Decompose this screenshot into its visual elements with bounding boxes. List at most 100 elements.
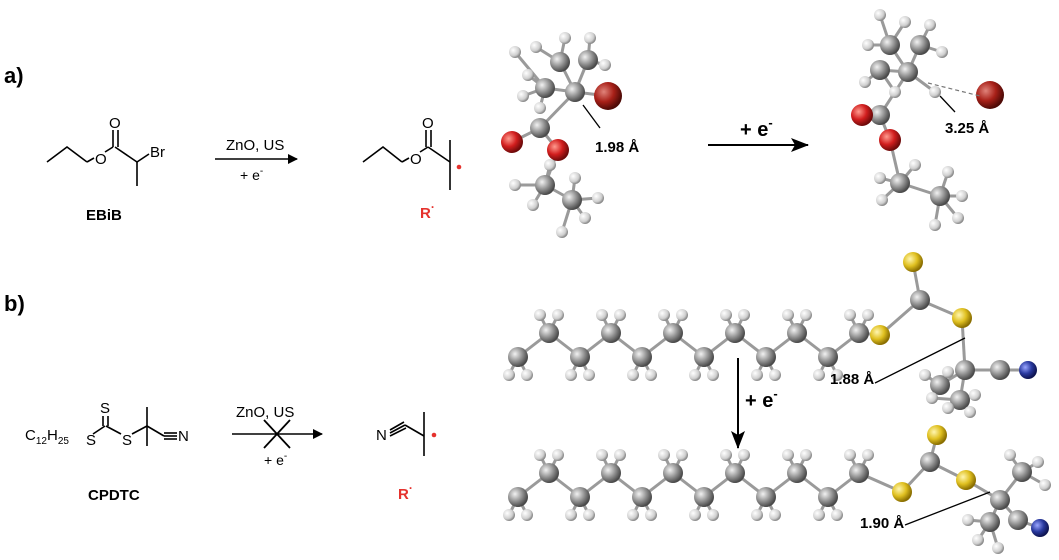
hydrogen-atom (769, 509, 781, 521)
hydrogen-atom (645, 509, 657, 521)
hydrogen-atom (534, 309, 546, 321)
bond-length-pointer-a1 (582, 104, 601, 129)
hydrogen-atom (503, 369, 515, 381)
sulfur-atom (927, 425, 947, 445)
carbon-atom (1012, 462, 1032, 482)
hydrogen-atom (831, 369, 843, 381)
panel-b-label: b) (4, 291, 25, 316)
radical-structure-a (362, 130, 451, 190)
hydrogen-atom (909, 159, 921, 171)
molecule-model-ebib (501, 32, 622, 238)
hydrogen-atom (972, 534, 984, 546)
radical-dot-b (431, 432, 437, 438)
bond-length-pointer-a2 (939, 95, 956, 113)
bond-length-pointer-b1 (874, 337, 966, 384)
carbon-atom (910, 290, 930, 310)
hydrogen-atom (926, 392, 938, 404)
conditions-bottom-b: + e- (264, 451, 287, 468)
hydrogen-atom (738, 309, 750, 321)
hydrogen-atom (924, 19, 936, 31)
conditions-bottom-a: + e- (240, 166, 263, 183)
hydrogen-atom (614, 449, 626, 461)
hydrogen-atom (782, 309, 794, 321)
carbon-atom (725, 463, 745, 483)
stretched-bond-a (927, 82, 981, 97)
hydrogen-atom (800, 449, 812, 461)
carbon-atom (990, 490, 1010, 510)
hydrogen-atom (1032, 456, 1044, 468)
cpdtc-sulfur-2: S (122, 432, 132, 449)
hydrogen-atom (720, 449, 732, 461)
carbon-atom (787, 323, 807, 343)
hydrogen-atom (707, 369, 719, 381)
hydrogen-atom (509, 46, 521, 58)
molecule-model-cpdtc (503, 252, 1037, 418)
oxygen-atom (501, 131, 523, 153)
bond-length-after-b: 1.90 Å (860, 515, 904, 532)
hydrogen-atom (552, 309, 564, 321)
hydrogen-atom (521, 509, 533, 521)
bromine-atom (594, 82, 622, 110)
carbon-atom (694, 347, 714, 367)
carbon-atom (930, 375, 950, 395)
carbon-atom (890, 173, 910, 193)
carbon-atom (632, 347, 652, 367)
molecule-model-cpdtc-anion (503, 425, 1051, 554)
hydrogen-atom (876, 194, 888, 206)
hydrogen-atom (556, 226, 568, 238)
sulfur-atom (952, 308, 972, 328)
hydrogen-atom (782, 449, 794, 461)
carbon-atom (870, 105, 890, 125)
radical-dot-a (456, 164, 462, 170)
carbon-atom (663, 463, 683, 483)
hydrogen-atom (964, 406, 976, 418)
hydrogen-atom (614, 309, 626, 321)
hydrogen-atom (889, 86, 901, 98)
hydrogen-atom (676, 449, 688, 461)
radical-oxygen-ether: O (410, 151, 422, 168)
hydrogen-atom (899, 16, 911, 28)
hydrogen-atom (584, 32, 596, 44)
hydrogen-atom (596, 449, 608, 461)
ebib-name: EBiB (86, 207, 122, 224)
bromine-atom (976, 81, 1004, 109)
carbon-atom (787, 463, 807, 483)
hydrogen-atom (929, 219, 941, 231)
oxygen-atom (879, 129, 901, 151)
hydrogen-atom (579, 212, 591, 224)
hydrogen-atom (707, 509, 719, 521)
ebib-bromine: Br (150, 144, 165, 161)
carbon-atom (870, 60, 890, 80)
hydrogen-atom (596, 309, 608, 321)
carbon-atom (849, 323, 869, 343)
carbon-atom (508, 487, 528, 507)
carbon-atom (632, 487, 652, 507)
hydrogen-atom (527, 199, 539, 211)
carbon-atom (980, 512, 1000, 532)
hydrogen-atom (627, 509, 639, 521)
hydrogen-atom (509, 179, 521, 191)
conditions-top-b: ZnO, US (236, 404, 294, 421)
ebib-oxygen-ether: O (95, 151, 107, 168)
radical-oxygen-carbonyl: O (422, 115, 434, 132)
hydrogen-atom (720, 309, 732, 321)
hydrogen-atom (942, 366, 954, 378)
cpdtc-name: CPDTC (88, 487, 140, 504)
carbon-atom (562, 190, 582, 210)
hydrogen-atom (862, 449, 874, 461)
hydrogen-atom (565, 509, 577, 521)
cpdtc-alkyl-chain: C12H25 (25, 427, 69, 447)
hydrogen-atom (738, 449, 750, 461)
carbon-atom (725, 323, 745, 343)
carbon-atom (570, 347, 590, 367)
hydrogen-atom (534, 102, 546, 114)
hydrogen-atom (992, 542, 1004, 554)
hydrogen-atom (929, 86, 941, 98)
hydrogen-atom (1039, 479, 1051, 491)
carbon-atom (550, 52, 570, 72)
ebib-oxygen-carbonyl: O (109, 115, 121, 132)
hydrogen-atom (522, 69, 534, 81)
carbon-atom (508, 347, 528, 367)
carbon-atom (756, 487, 776, 507)
hydrogen-atom (844, 449, 856, 461)
